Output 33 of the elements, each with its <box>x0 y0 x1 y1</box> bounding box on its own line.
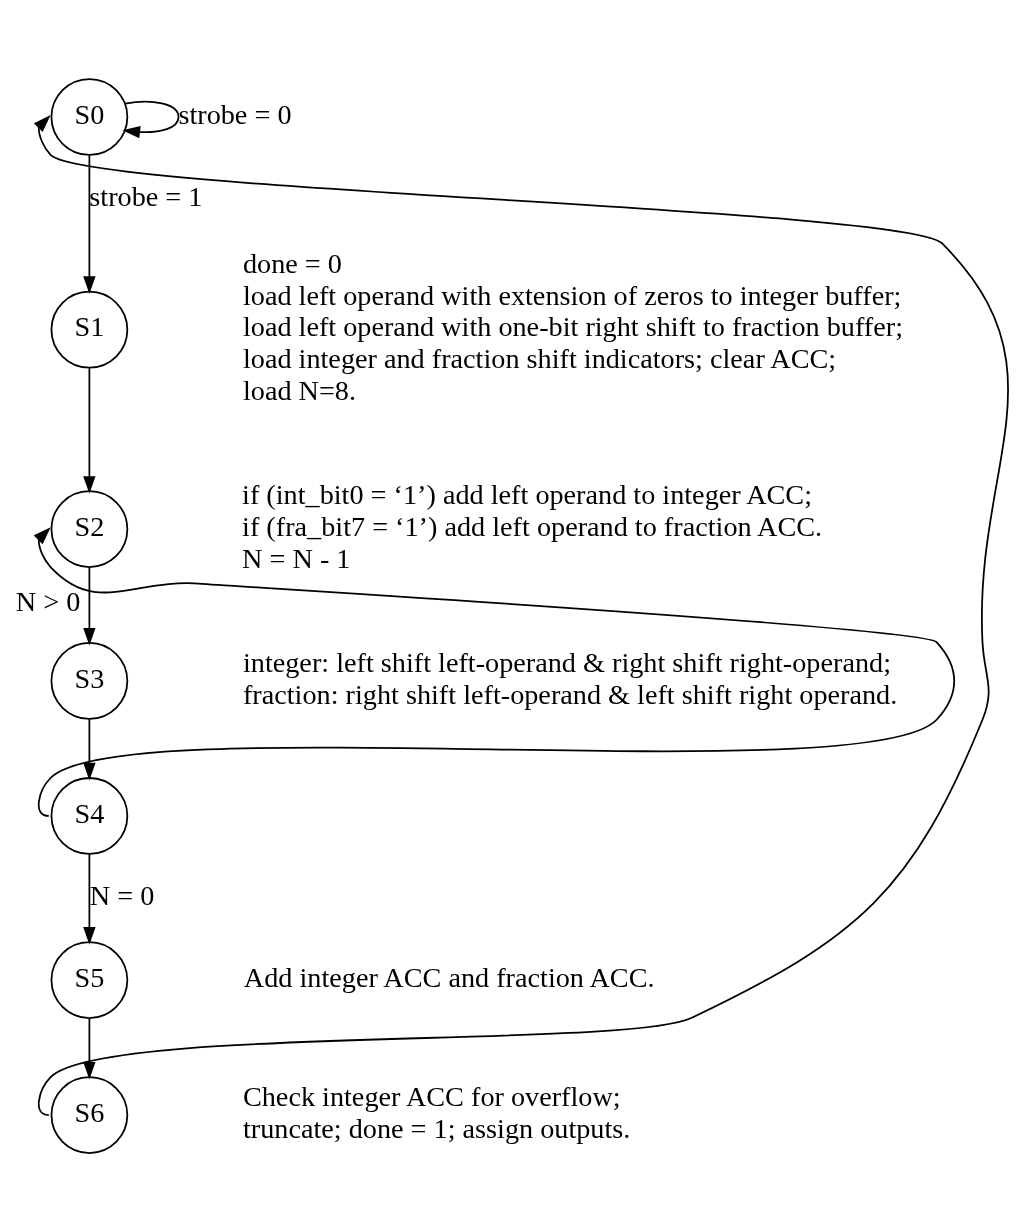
arrow <box>83 1017 96 1080</box>
node-label: N = N - 1 <box>242 542 351 574</box>
node-label: if (int_bit0 = ‘1’) add left operand to integer ACC; <box>242 478 813 510</box>
arrow <box>83 366 96 494</box>
node-circle: S5 <box>50 940 129 1019</box>
arrow <box>33 526 956 817</box>
arrow <box>33 114 1009 1116</box>
node-label: load left operand with extension of zeros to integer buffer; <box>242 279 902 311</box>
node-circle: S3 <box>50 641 129 720</box>
node-label: load integer and fraction shift indicators; clear ACC; <box>242 342 837 374</box>
node-label: load N=8. <box>242 374 357 406</box>
node-label: fraction: right shift left-operand & left shift right operand. <box>242 678 898 710</box>
arrow <box>83 852 96 945</box>
edge-label: strobe = 1 <box>89 180 203 212</box>
node-circle: S1 <box>50 290 129 368</box>
arrow <box>122 100 180 138</box>
arrow <box>83 717 96 780</box>
node-label: Add integer ACC and fraction ACC. <box>243 961 655 993</box>
node-label: if (fra_bit7 = ‘1’) add left operand to fraction ACC. <box>242 510 823 542</box>
node-circle: S4 <box>50 776 129 855</box>
node-circle: S2 <box>50 489 129 568</box>
node-label: Check integer ACC for overflow; <box>242 1080 621 1112</box>
node-label: integer: left shift left-operand & right shift right-operand; <box>242 646 892 678</box>
node-label: load left operand with one-bit right shift to fraction buffer; <box>242 310 904 342</box>
edge-label: strobe = 0 <box>178 98 292 130</box>
node-circle: S0 <box>50 77 129 156</box>
arrow <box>83 566 96 646</box>
node-circle: S6 <box>50 1075 129 1154</box>
edge-label: N > 0 <box>15 585 81 617</box>
node-label: done = 0 <box>242 247 342 279</box>
node-label: truncate; done = 1; assign outputs. <box>242 1112 631 1144</box>
edge-label: N = 0 <box>89 879 155 911</box>
arrow <box>83 153 96 294</box>
